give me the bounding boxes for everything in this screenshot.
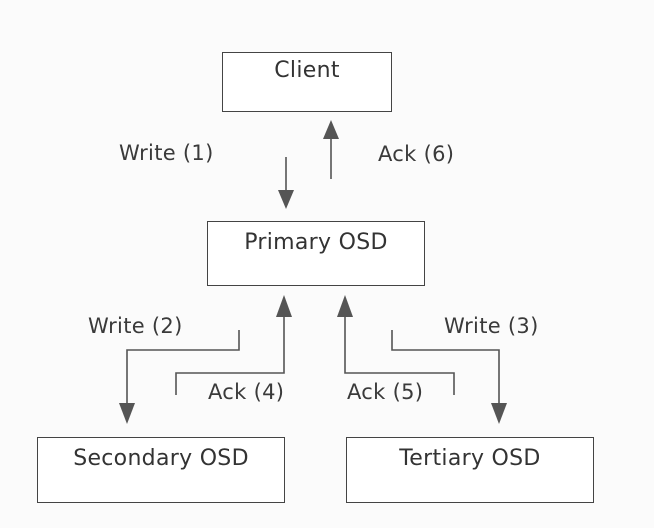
ack-4-label: Ack (4): [208, 380, 285, 404]
tertiary-osd-node: Tertiary OSD: [346, 437, 594, 503]
arrow-write-3: [391, 330, 500, 405]
arrow-ack-5: [344, 315, 455, 395]
secondary-osd-label: Secondary OSD: [73, 446, 249, 471]
client-node: Client: [222, 52, 392, 112]
arrowhead-write-1: [278, 190, 294, 209]
primary-osd-node: Primary OSD: [207, 221, 425, 286]
arrow-write-2: [126, 330, 240, 405]
write-2-label: Write (2): [88, 314, 183, 338]
secondary-osd-node: Secondary OSD: [37, 437, 285, 503]
arrowhead-ack-5: [337, 295, 353, 317]
arrow-ack-4: [175, 315, 285, 395]
arrowhead-write-2: [119, 403, 135, 424]
primary-osd-label: Primary OSD: [244, 230, 388, 255]
arrowhead-ack-4: [276, 295, 292, 317]
arrowhead-write-3: [491, 403, 507, 424]
client-label: Client: [274, 58, 340, 83]
tertiary-osd-label: Tertiary OSD: [399, 446, 541, 471]
ack-5-label: Ack (5): [347, 380, 424, 404]
arrowhead-ack-6: [323, 120, 339, 139]
write-1-label: Write (1): [119, 141, 214, 165]
ack-6-label: Ack (6): [378, 142, 455, 166]
write-3-label: Write (3): [444, 314, 539, 338]
